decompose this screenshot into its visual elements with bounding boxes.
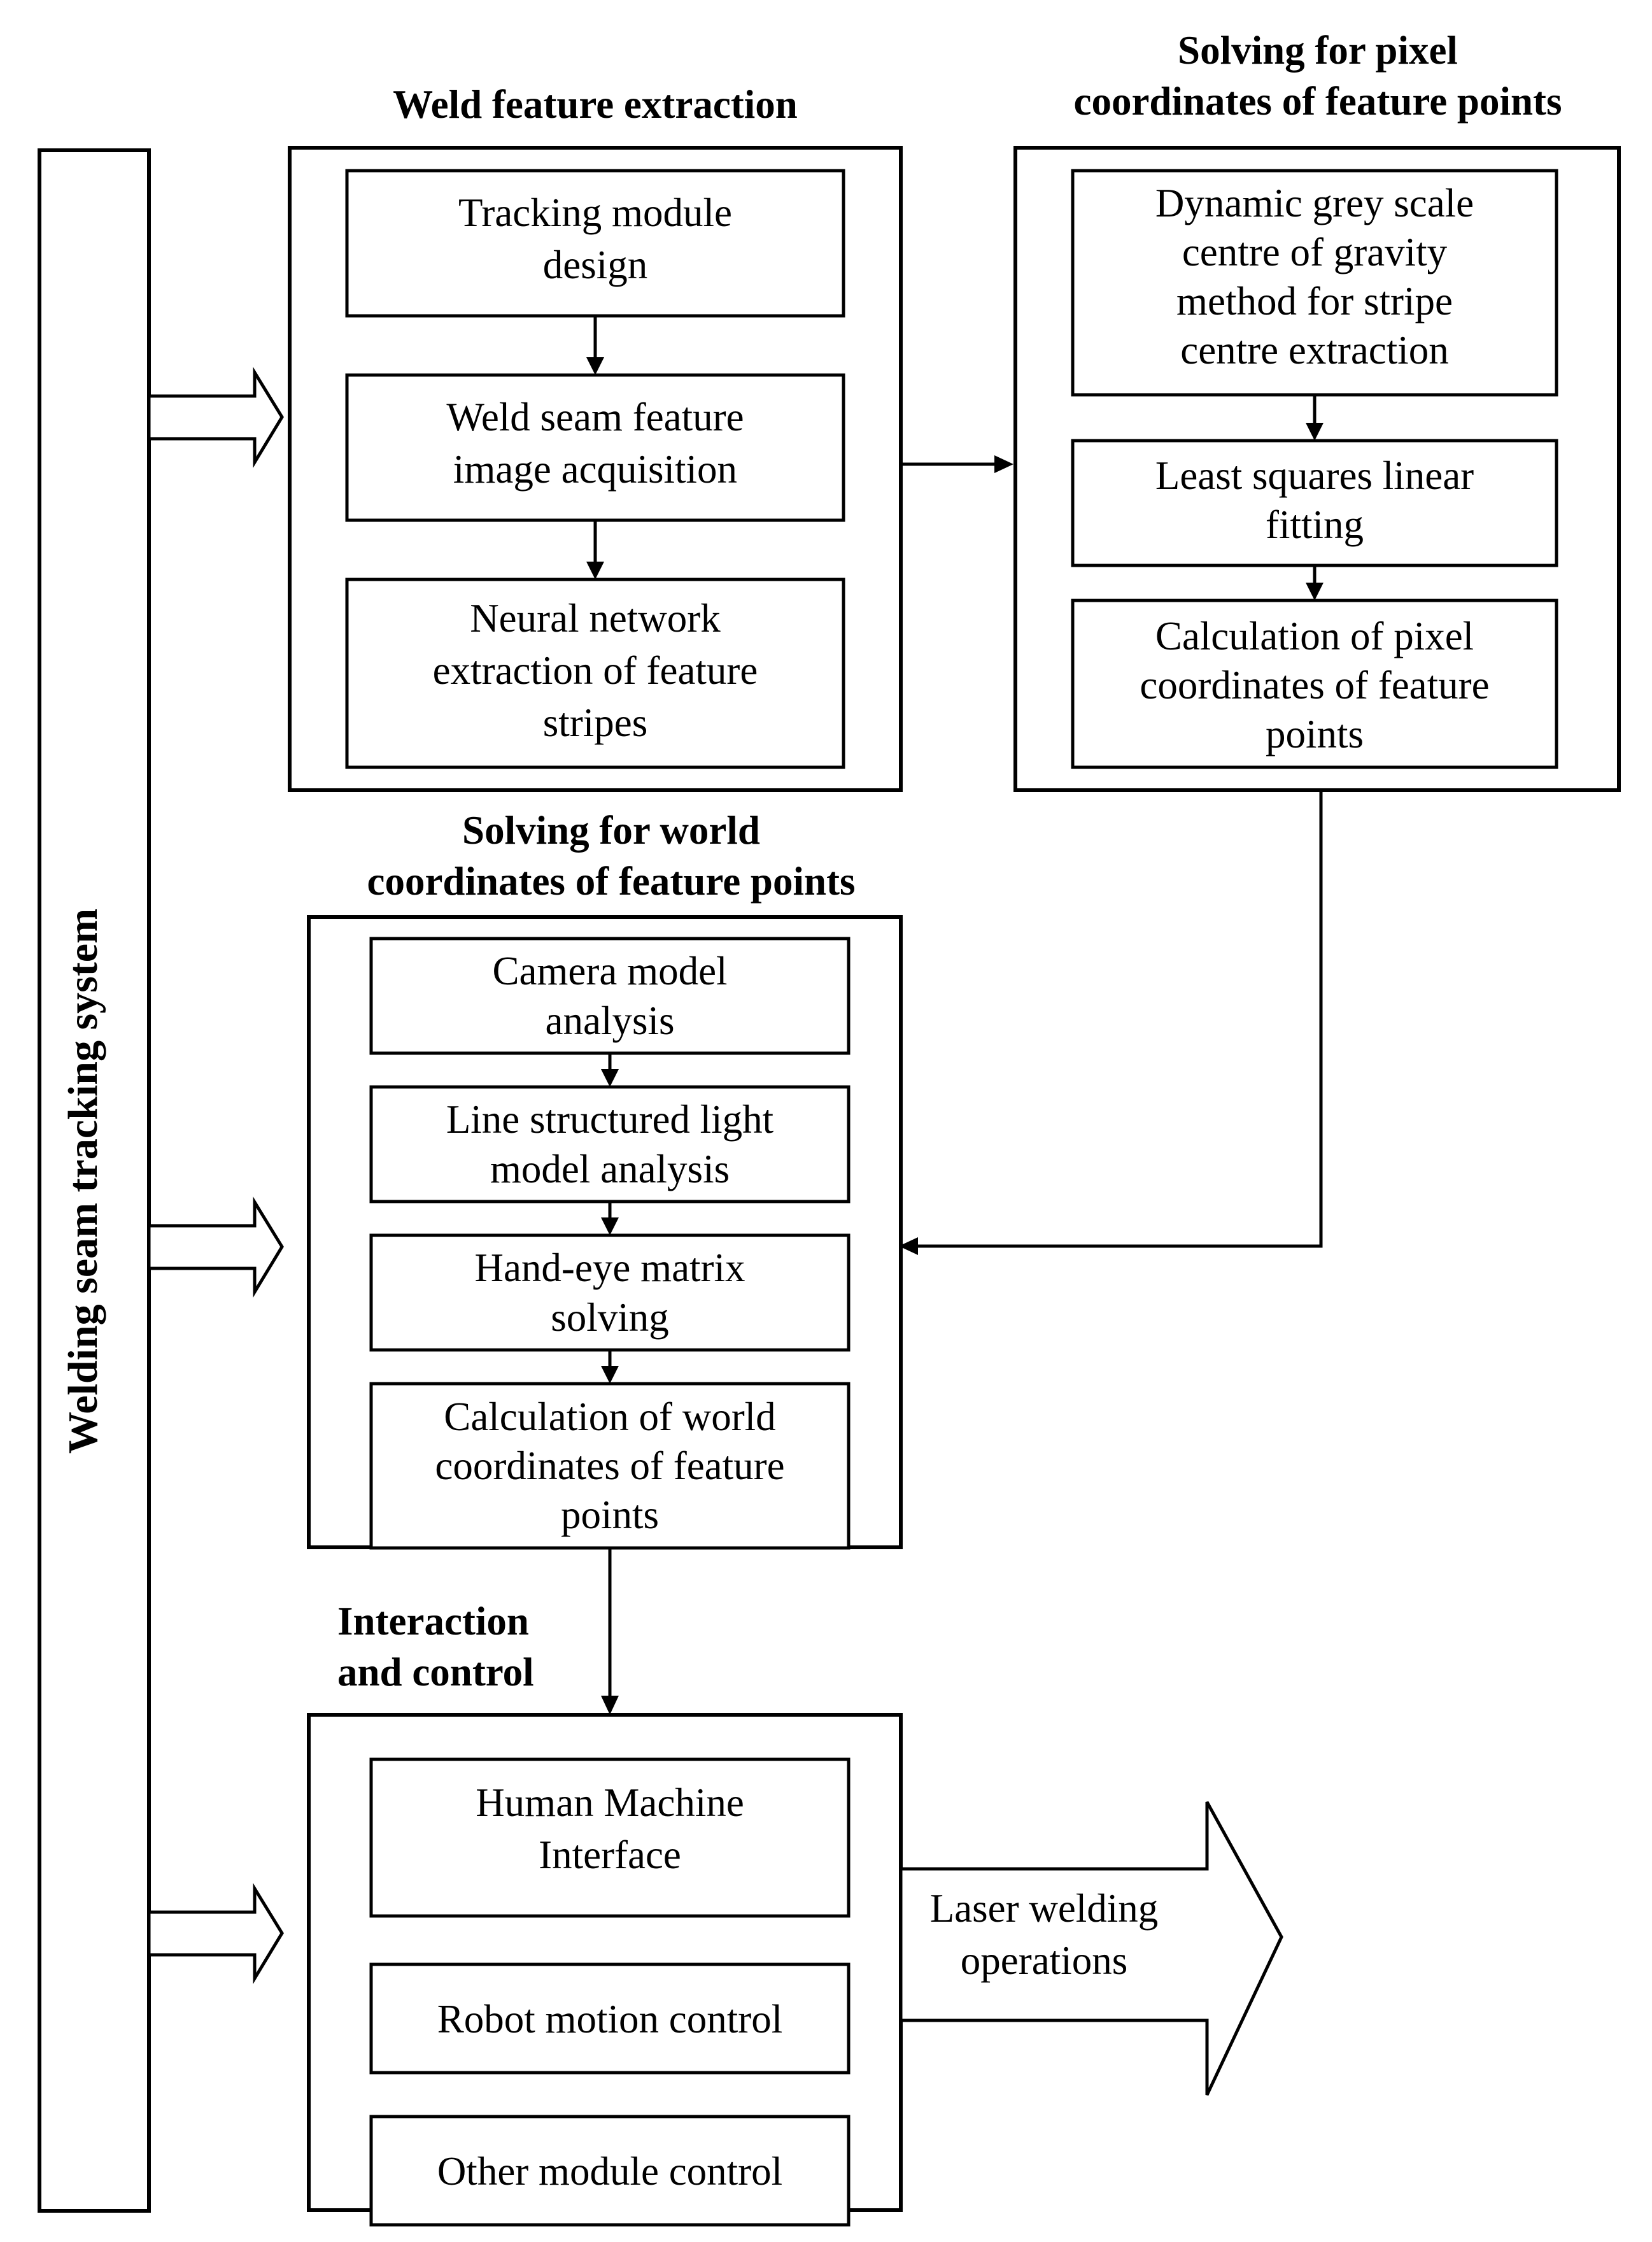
arrowhead-right <box>994 455 1013 473</box>
arrowhead-down <box>601 1366 619 1384</box>
node-label-line: Tracking module <box>458 190 732 235</box>
node-label-line: Other module control <box>437 2149 782 2194</box>
arrowhead-down <box>601 1696 619 1715</box>
connector-pixel-to-world <box>915 790 1323 1248</box>
node-camera-model-analysis[interactable] <box>369 937 851 1055</box>
node-label-line: Calculation of world <box>444 1394 775 1439</box>
arrowhead-down <box>586 357 604 375</box>
arrowhead-down <box>601 1217 619 1235</box>
node-label-line: points <box>561 1493 659 1537</box>
node-weld-seam-feature-image-acquisition[interactable] <box>345 373 845 522</box>
node-label-line: Neural network <box>470 596 721 641</box>
node-label-line: solving <box>551 1295 669 1340</box>
arrowhead-down <box>586 562 604 579</box>
node-label-line: points <box>1266 712 1364 756</box>
node-label-line: Robot motion control <box>437 1997 782 2041</box>
group-title-interaction-line2: and control <box>337 1650 534 1694</box>
group-title-pixel-line2: coordinates of feature points <box>1073 79 1562 124</box>
node-label-line: stripes <box>543 700 647 745</box>
node-label-line: Camera model <box>492 949 727 993</box>
node-label-line: centre extraction <box>1180 328 1449 372</box>
node-calculation-of-pixel-coordinates[interactable] <box>1071 599 1558 769</box>
group-title-weld-feature-extraction: Weld feature extraction <box>393 82 798 127</box>
group-title-interaction-line1: Interaction <box>337 1599 529 1643</box>
spine-arrow-to-weld-feature <box>147 367 284 468</box>
output-arrow-label-line: Laser welding <box>930 1886 1159 1931</box>
arrowhead-down <box>1306 583 1324 600</box>
spine-arrow-to-world-coordinates <box>147 1196 284 1298</box>
system-spine-bar <box>38 148 151 2213</box>
spine-arrow-to-interaction <box>147 1883 284 1984</box>
node-label-line: Calculation of pixel <box>1155 614 1474 658</box>
arrowhead-down <box>1306 423 1324 441</box>
node-label-line: Weld seam feature <box>446 395 744 439</box>
node-label-line: design <box>543 243 647 287</box>
node-label-line: Interface <box>539 1833 681 1877</box>
node-label-line: Human Machine <box>476 1780 744 1825</box>
group-title-pixel-line1: Solving for pixel <box>1178 28 1458 73</box>
arrowhead-left <box>899 1237 918 1255</box>
node-other-module-control[interactable] <box>369 2115 851 2227</box>
output-arrow-label-line: operations <box>961 1938 1127 1983</box>
group-title-world-line2: coordinates of feature points <box>367 859 855 904</box>
node-label-line: fitting <box>1266 502 1364 547</box>
node-human-machine-interface[interactable] <box>369 1757 851 1918</box>
arrowhead-down <box>601 1069 619 1087</box>
node-label-line: Hand-eye matrix <box>474 1245 745 1290</box>
node-line-structured-light-model-analysis[interactable] <box>369 1085 851 1203</box>
output-block-arrow-laser-welding <box>899 1801 1283 2096</box>
node-neural-network-extraction-of-feature-stripes[interactable] <box>345 578 845 769</box>
node-label-line: coordinates of feature <box>1140 663 1489 707</box>
node-label-line: Dynamic grey scale <box>1155 181 1474 225</box>
node-label-line: model analysis <box>490 1147 730 1191</box>
node-robot-motion-control[interactable] <box>369 1962 851 2075</box>
spine-label: Welding seam tracking system <box>60 909 106 1454</box>
node-least-squares-linear-fitting[interactable] <box>1071 439 1558 567</box>
node-calculation-of-world-coordinates[interactable] <box>369 1382 851 1550</box>
node-dynamic-grey-scale-centre-of-gravity[interactable] <box>1071 169 1558 397</box>
node-label-line: image acquisition <box>453 447 737 492</box>
node-label-line: Line structured light <box>446 1097 774 1142</box>
group-title-world-line1: Solving for world <box>462 808 760 853</box>
node-label-line: method for stripe <box>1176 279 1453 323</box>
node-tracking-module-design[interactable] <box>345 169 845 318</box>
node-label-line: Least squares linear <box>1155 453 1474 498</box>
node-label-line: extraction of feature <box>433 648 758 693</box>
node-label-line: analysis <box>546 998 675 1043</box>
node-label-line: coordinates of feature <box>435 1444 784 1488</box>
node-label-line: centre of gravity <box>1182 230 1448 274</box>
